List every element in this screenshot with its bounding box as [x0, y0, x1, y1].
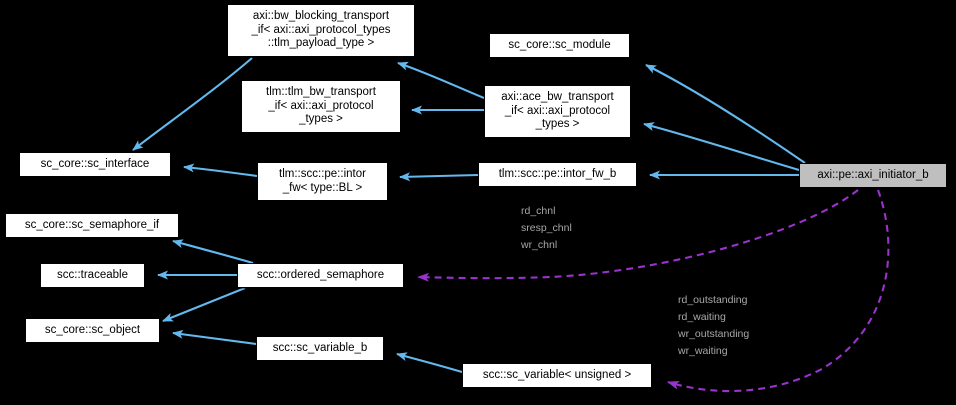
node-sc-interface[interactable]: sc_core::sc_interface	[19, 152, 171, 177]
node-bw-blocking-transport-if[interactable]: axi::bw_blocking_transport _if< axi::axi…	[227, 4, 415, 57]
edge-label-outstanding-members: rd_outstanding rd_waiting wr_outstanding…	[678, 294, 750, 357]
edge-initiator-to-sc-module	[645, 64, 806, 164]
node-tlm-bw-transport-if[interactable]: tlm::tlm_bw_transport _if< axi::axi_prot…	[241, 80, 401, 133]
edge-ace-bw-to-bw-blocking	[397, 61, 485, 99]
node-intor-fw-bl[interactable]: tlm::scc::pe::intor _fw< type::BL >	[257, 162, 388, 201]
edge-sc-variable-b-to-sc-object	[172, 329, 257, 346]
edge-label-chnl-members: rd_chnl sresp_chnl wr_chnl	[521, 205, 572, 251]
edge-bw-blocking-to-sc-interface	[132, 57, 253, 151]
edge-sc-variable-unsigned-to-sc-variable-b	[396, 352, 463, 374]
node-sc-variable-b[interactable]: scc::sc_variable_b	[256, 336, 384, 361]
node-traceable[interactable]: scc::traceable	[40, 263, 145, 288]
edge-intor-fw-bl-to-sc-interface	[183, 163, 258, 178]
node-ordered-semaphore[interactable]: scc::ordered_semaphore	[237, 263, 404, 288]
edge-ordered-semaphore-to-sc-object	[162, 287, 246, 322]
edge-initiator-uses-sc-variable-unsigned	[667, 189, 890, 393]
node-intor-fw-b[interactable]: tlm::scc::pe::intor_fw_b	[478, 162, 637, 187]
node-sc-module[interactable]: sc_core::sc_module	[489, 33, 630, 58]
edge-initiator-uses-ordered-semaphore	[417, 189, 859, 282]
edge-initiator-to-ace-bw	[643, 122, 800, 172]
node-sc-semaphore-if[interactable]: sc_core::sc_semaphore_if	[5, 213, 179, 238]
node-sc-object[interactable]: sc_core::sc_object	[25, 318, 160, 343]
node-ace-bw-transport-if[interactable]: axi::ace_bw_transport _if< axi::axi_prot…	[484, 85, 631, 138]
edge-intor-fw-b-to-intor-fw-bl	[399, 172, 479, 182]
node-sc-variable-unsigned[interactable]: scc::sc_variable< unsigned >	[462, 363, 652, 388]
node-axi-initiator-b[interactable]: axi::pe::axi_initiator_b	[799, 163, 947, 188]
edge-ordered-semaphore-to-sc-semaphore-if	[172, 239, 254, 265]
